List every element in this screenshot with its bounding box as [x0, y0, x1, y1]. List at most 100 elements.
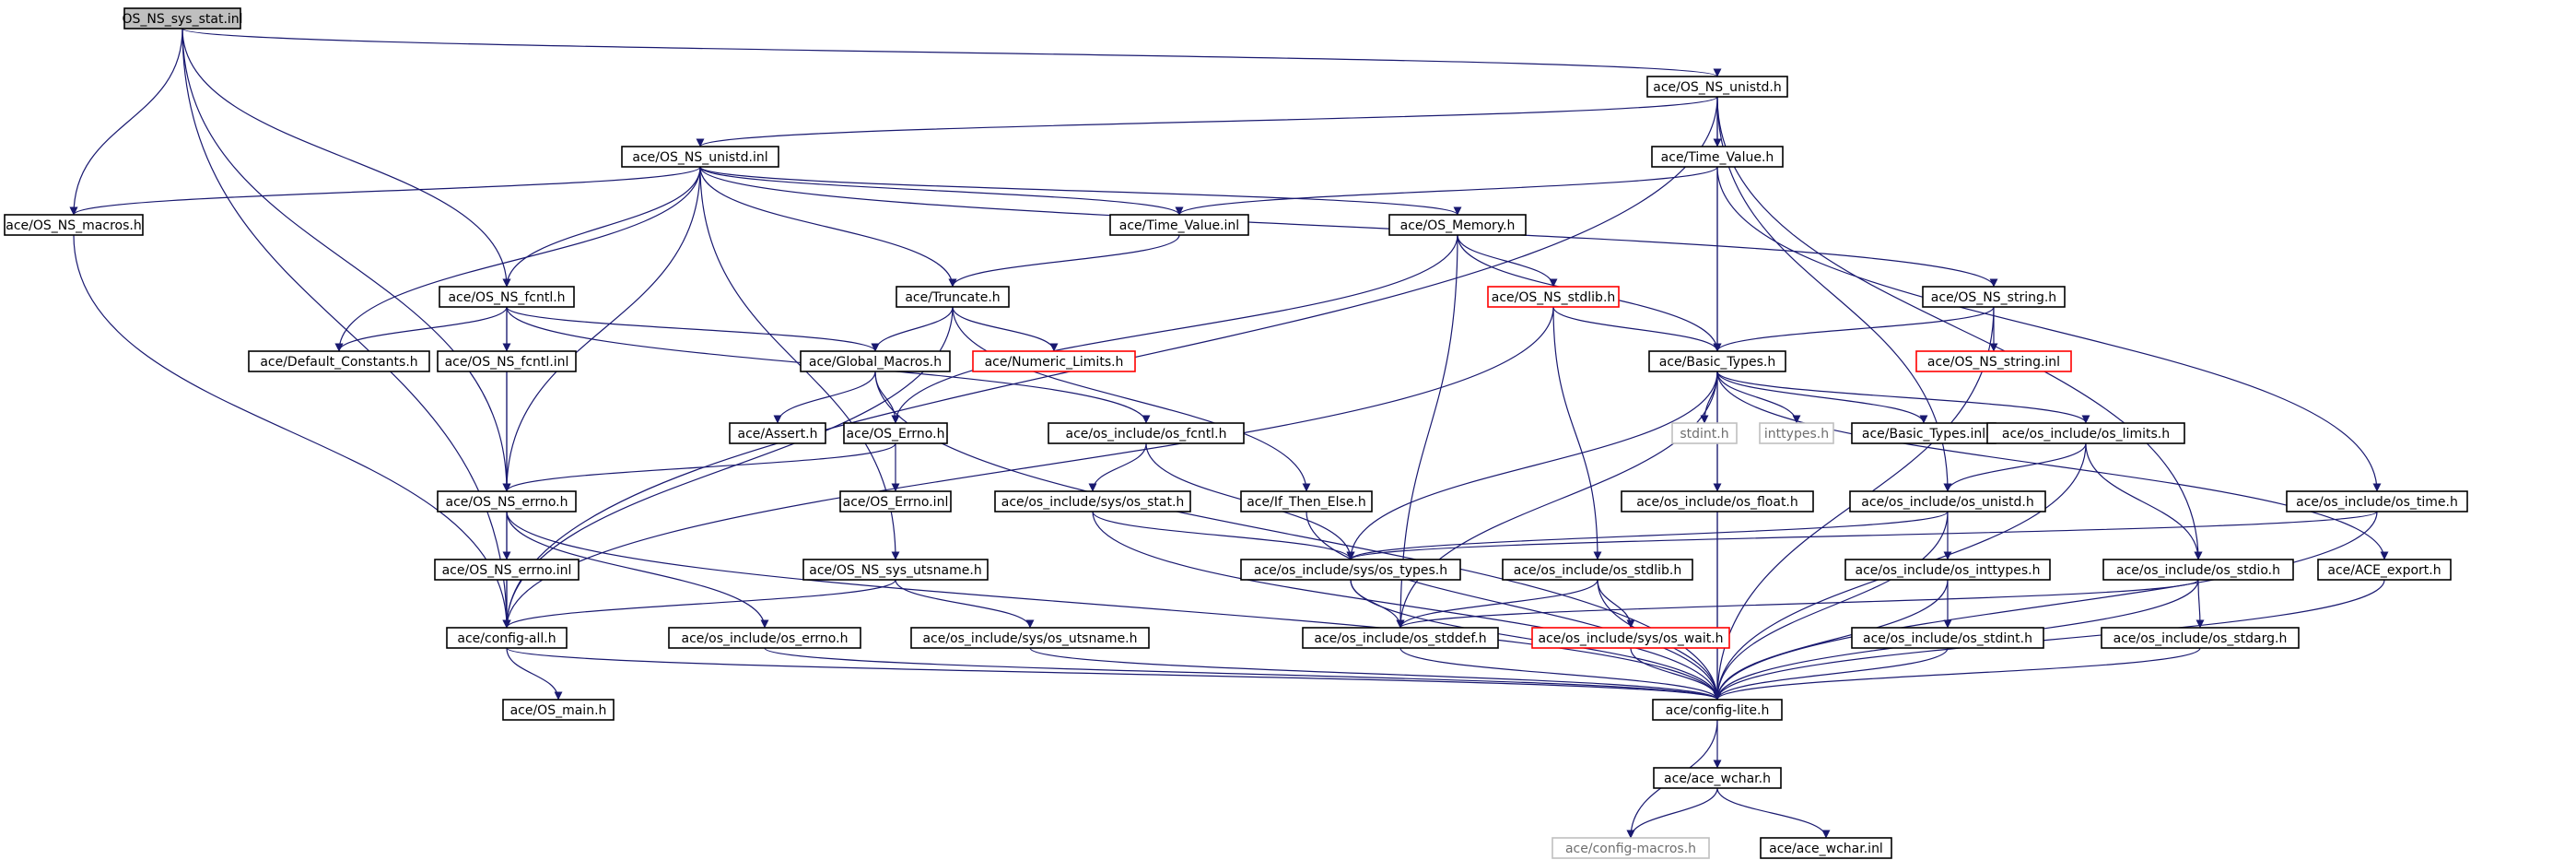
node-ace-config-macros-h[interactable]: ace/config-macros.h [1551, 837, 1710, 859]
edge-ace_wchar-to-config_macros [1626, 787, 1718, 839]
node-box [248, 350, 430, 372]
node-ace-os-include-sys-os-utsname-h[interactable]: ace/os_include/sys/os_utsname.h [910, 627, 1150, 649]
node-ace-os-memory-h[interactable]: ace/OS_Memory.h [1388, 214, 1527, 236]
node-ace-os-ns-stdlib-h[interactable]: ace/OS_NS_stdlib.h [1487, 286, 1620, 308]
node-ace-os-ns-unistd-h[interactable]: ace/OS_NS_unistd.h [1646, 76, 1788, 98]
node-ace-os-ns-errno-h[interactable]: ace/OS_NS_errno.h [437, 490, 577, 512]
node-ace-os-errno-h[interactable]: ace/OS_Errno.h [843, 422, 948, 444]
node-ace-os-include-os-stdlib-h[interactable]: ace/os_include/os_stdlib.h [1502, 559, 1693, 581]
node-box [1915, 350, 2072, 372]
node-ace-time-value-h[interactable]: ace/Time_Value.h [1651, 146, 1784, 168]
node-label: ace/os_include/os_time.h [2296, 495, 2458, 510]
node-label: ace/Time_Value.h [1661, 150, 1774, 165]
edge-global_macros-to-assert [773, 371, 876, 424]
node-label: ace/OS_Memory.h [1400, 218, 1516, 233]
node-ace-os-include-os-stdio-h[interactable]: ace/os_include/os_stdio.h [2102, 559, 2294, 581]
edge-ace_export-to-config_lite [1713, 579, 2385, 701]
node-ace-os-include-sys-os-types-h[interactable]: ace/os_include/sys/os_types.h [1240, 559, 1461, 581]
edge-timevalue_h-to-timevalue_inl [1175, 166, 1718, 216]
node-box [1048, 422, 1245, 444]
node-os-ns-sys-stat-inl[interactable]: OS_NS_sys_stat.inl [122, 7, 243, 29]
node-ace-time-value-inl[interactable]: ace/Time_Value.inl [1109, 214, 1249, 236]
node-ace-basic-types-inl[interactable]: ace/Basic_Types.inl [1851, 422, 1996, 444]
node-ace-os-ns-string-inl[interactable]: ace/OS_NS_string.inl [1915, 350, 2072, 372]
node-ace-os-include-os-time-h[interactable]: ace/os_include/os_time.h [2286, 490, 2468, 512]
node-label: ace/os_include/sys/os_types.h [1254, 563, 1447, 578]
node-ace-os-include-os-float-h[interactable]: ace/os_include/os_float.h [1621, 490, 1814, 512]
edge-os_stdio-to-os_stddef [1396, 579, 2199, 629]
node-ace-assert-h[interactable]: ace/Assert.h [729, 422, 826, 444]
edge-os_unistd-to-os_types [1346, 511, 1949, 560]
node-ace-ace-export-h[interactable]: ace/ACE_export.h [2317, 559, 2452, 581]
node-label: ace/OS_NS_unistd.inl [632, 150, 767, 165]
edge-os_utsname-to-config_lite [1029, 647, 1722, 701]
node-label: ace/OS_NS_sys_utsname.h [809, 563, 981, 578]
edge-basic_types-to-os_types [1346, 371, 1718, 560]
node-box [437, 350, 577, 372]
node-box [1531, 627, 1730, 649]
edge-fcntl_h-to-default_const [334, 306, 508, 352]
edge-unistd_inl-to-string_h [699, 166, 1998, 288]
edge-truncate-to-global_macros [871, 306, 954, 352]
edge-config_all-to-config_lite [506, 647, 1722, 701]
node-box [437, 490, 577, 512]
node-ace-os-include-os-stdint-h[interactable]: ace/os_include/os_stdint.h [1851, 627, 2044, 649]
node-ace-if-then-else-h[interactable]: ace/If_Then_Else.h [1240, 490, 1373, 512]
node-ace-ace-wchar-inl[interactable]: ace/ace_wchar.inl [1760, 837, 1892, 859]
node-ace-os-ns-unistd-inl[interactable]: ace/OS_NS_unistd.inl [621, 146, 779, 168]
node-ace-os-include-os-stdarg-h[interactable]: ace/os_include/os_stdarg.h [2101, 627, 2300, 649]
node-label: ace/Numeric_Limits.h [985, 355, 1124, 370]
node-box [1388, 214, 1527, 236]
node-ace-os-include-os-limits-h[interactable]: ace/os_include/os_limits.h [1986, 422, 2185, 444]
edge-truncate-to-if_then_else [952, 306, 1311, 492]
node-ace-os-include-sys-os-wait-h[interactable]: ace/os_include/sys/os_wait.h [1531, 627, 1730, 649]
node-ace-os-errno-inl[interactable]: ace/OS_Errno.inl [839, 490, 952, 512]
edge-unistd_inl-to-timevalue_inl [699, 166, 1184, 216]
node-box [1648, 350, 1786, 372]
node-label: ace/ace_wchar.inl [1769, 842, 1883, 856]
node-ace-default-constants-h[interactable]: ace/Default_Constants.h [248, 350, 430, 372]
node-box [1653, 767, 1782, 789]
node-ace-config-lite-h[interactable]: ace/config-lite.h [1652, 699, 1783, 721]
edge-os_stddef-to-config_lite [1399, 647, 1722, 701]
node-ace-basic-types-h[interactable]: ace/Basic_Types.h [1648, 350, 1786, 372]
node-ace-os-include-os-errno-h[interactable]: ace/os_include/os_errno.h [668, 627, 861, 649]
node-ace-os-ns-sys-utsname-h[interactable]: ace/OS_NS_sys_utsname.h [802, 559, 989, 581]
node-ace-os-include-os-inttypes-h[interactable]: ace/os_include/os_inttypes.h [1844, 559, 2051, 581]
node-ace-numeric-limits-h[interactable]: ace/Numeric_Limits.h [972, 350, 1136, 372]
node-label: ace/config-lite.h [1666, 703, 1770, 718]
node-box [2102, 559, 2294, 581]
node-ace-os-include-os-unistd-h[interactable]: ace/os_include/os_unistd.h [1849, 490, 2046, 512]
node-ace-os-include-os-stddef-h[interactable]: ace/os_include/os_stddef.h [1302, 627, 1499, 649]
edge-os_unistd-to-config_lite [1713, 511, 1949, 701]
edge-utsname_ns-to-config_all [502, 579, 896, 629]
node-label: OS_NS_sys_stat.inl [122, 12, 242, 27]
edge-root-to-unistd_h [181, 28, 1721, 77]
node-inttypes-h[interactable]: inttypes.h [1759, 422, 1834, 444]
edge-os_time-to-os_types [1346, 511, 2378, 560]
node-ace-os-include-sys-os-stat-h[interactable]: ace/os_include/sys/os_stat.h [994, 490, 1191, 512]
node-label: ace/OS_NS_fcntl.h [448, 290, 565, 305]
node-ace-os-ns-fcntl-h[interactable]: ace/OS_NS_fcntl.h [439, 286, 575, 308]
node-ace-os-ns-string-h[interactable]: ace/OS_NS_string.h [1922, 286, 2066, 308]
edge-unistd_inl-to-fcntl_h [502, 166, 701, 288]
node-ace-os-ns-macros-h[interactable]: ace/OS_NS_macros.h [4, 214, 144, 236]
node-label: ace/OS_NS_stdlib.h [1492, 290, 1616, 305]
edge-timevalue_inl-to-truncate [948, 234, 1180, 288]
node-ace-config-all-h[interactable]: ace/config-all.h [446, 627, 568, 649]
edge-basic_types-to-os_stddef [1396, 371, 1718, 629]
node-box [2317, 559, 2452, 581]
node-ace-ace-wchar-h[interactable]: ace/ace_wchar.h [1653, 767, 1782, 789]
node-ace-os-include-os-fcntl-h[interactable]: ace/os_include/os_fcntl.h [1048, 422, 1245, 444]
node-ace-truncate-h[interactable]: ace/Truncate.h [896, 286, 1010, 308]
node-ace-os-ns-fcntl-inl[interactable]: ace/OS_NS_fcntl.inl [437, 350, 577, 372]
node-ace-global-macros-h[interactable]: ace/Global_Macros.h [800, 350, 951, 372]
node-ace-os-main-h[interactable]: ace/OS_main.h [502, 699, 615, 721]
node-stdint-h[interactable]: stdint.h [1671, 422, 1738, 444]
node-box [1760, 837, 1892, 859]
edge-os_stat-to-config_lite [1092, 511, 1722, 701]
node-label: ace/os_include/os_stdarg.h [2113, 631, 2288, 646]
node-box [4, 214, 144, 236]
node-ace-os-ns-errno-inl[interactable]: ace/OS_NS_errno.inl [434, 559, 580, 581]
edge-unistd_h-to-unistd_inl [696, 96, 1718, 147]
